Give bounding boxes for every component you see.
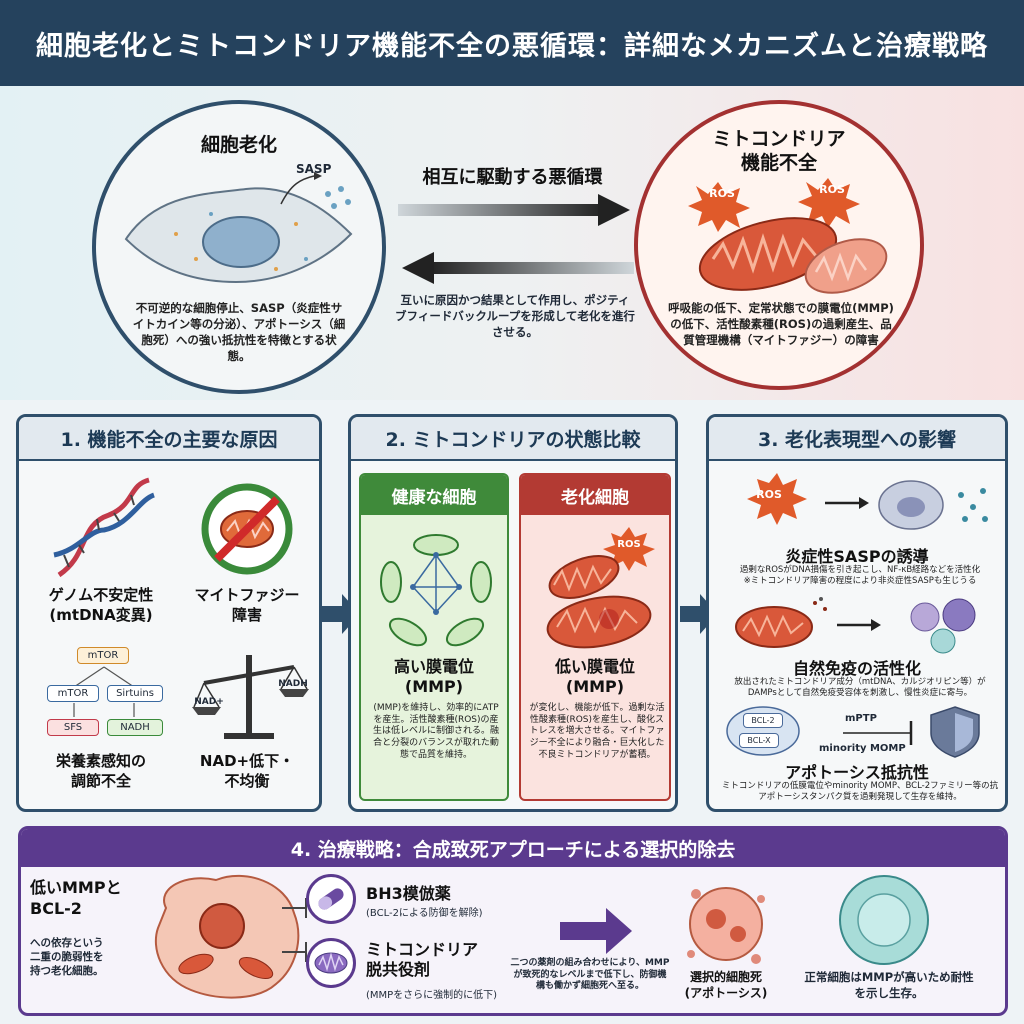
cycle-desc: 互いに原因かつ結果として作用し、ポジティブフィードバックループを形成して老化を進…	[395, 293, 635, 340]
senescence-circle: 細胞老化 SASP 不可逆的な細胞停止、SASP（炎症性サイトカイン等の分泌）、…	[92, 100, 386, 394]
genome-instability-label: ゲノム不安定性 (mtDNA変異)	[48, 586, 154, 625]
therapy-arrow-icon	[560, 908, 632, 954]
mitophagy-label: マイトファジー 障害	[194, 586, 300, 625]
normal-cell-icon	[839, 875, 929, 965]
balance-scale-icon	[192, 655, 309, 739]
ros-burst-2: ROS	[819, 183, 845, 196]
healthy-title: 健康な細胞	[361, 475, 507, 515]
nutrient-network-lines	[73, 666, 135, 717]
sfs-box: SFS	[47, 719, 99, 736]
normal-cell-label: 正常細胞はMMPが高いため耐性を示し生存。	[804, 970, 974, 1000]
panel-therapy-title: 4. 治療戦略：合成致死アプローチによる選択的除去	[21, 829, 1005, 867]
mtor-box: mTOR	[47, 685, 99, 702]
nadh-scale-label: NADH	[278, 679, 308, 689]
mito-dysfunction-circle: ミトコンドリア 機能不全 ROS ROS 呼吸能の低下、定常状態での膜電位(MM…	[634, 100, 924, 390]
senescence-desc: 不可逆的な細胞停止、SASP（炎症性サイトカイン等の分泌）、アポトーシス（細胞死…	[132, 301, 346, 364]
damaged-mitochondria-illustration	[688, 178, 888, 294]
mptp-label: mPTP	[845, 713, 877, 724]
nadh-box: NADH	[107, 719, 163, 736]
ros-to-cell-illustration	[747, 473, 988, 530]
senescent-desc: が変化し、機能が低下。過剰な活性酸素種(ROS)を産生し、酸化ストレスを増大させ…	[529, 703, 665, 760]
ros-burst-1: ROS	[709, 187, 735, 200]
senescent-mito-illustration	[546, 527, 655, 649]
apoptotic-cell-icon	[687, 887, 765, 964]
mito-title-2: 機能不全	[740, 151, 817, 174]
senescent-column: 老化細胞 ROS 低い膜電位 (MMP) が変化し、機能が低下。過剰な活性酸素種…	[519, 473, 671, 801]
dna-icon	[53, 477, 156, 578]
uncoupler-title: ミトコンドリア 脱共役剤	[366, 940, 479, 979]
page-title: 細胞老化とミトコンドリア機能不全の悪循環：詳細なメカニズムと治療戦略	[0, 0, 1024, 86]
healthy-desc: (MMP)を維持し、効率的にATPを産生。活性酸素種(ROS)の産生は低レベルに…	[372, 703, 499, 760]
panel-phenotype: 3. 老化表現型への影響 ROS 炎症性SASPの誘導 過剰なROSがDNA損傷…	[706, 414, 1008, 812]
mito-desc: 呼吸能の低下、定常状態での膜電位(MMP)の低下、活性酸素種(ROS)の過剰産生…	[668, 301, 894, 348]
bh3-desc: (BCL-2による防御を解除)	[366, 908, 483, 919]
panel-comparison-title: 2. ミトコンドリアの状態比較	[351, 417, 675, 461]
combo-desc: 二つの薬剤の組み合わせにより、MMPが致死的なレベルまで低下し、防御機構も働かず…	[510, 958, 670, 992]
senescence-title: 細胞老化	[200, 134, 277, 156]
bh3-title: BH3模倣薬	[366, 884, 451, 903]
innate-immunity-desc: 放出されたミトコンドリア成分（mtDNA、カルジオリピン等）がDAMPsとして自…	[734, 677, 986, 699]
ros-burst-phenotype: ROS	[756, 488, 782, 501]
cycle-arrows	[398, 194, 634, 284]
healthy-column: 健康な細胞 高い膜電位 (MMP) (MMP)を維持し、効率的にATPを産生。活…	[359, 473, 509, 801]
senescent-target-cell	[154, 874, 300, 999]
uncoupler-desc: (MMPをさらに強制的に低下)	[366, 990, 498, 1001]
sasp-label: SASP	[296, 162, 332, 176]
apoptosis-resistance-title: アポトーシス抵抗性	[785, 763, 929, 782]
mtor-box-top: mTOR	[77, 647, 129, 664]
pill-icon	[306, 874, 356, 924]
nad-plus-label: NAD+	[194, 697, 224, 707]
damp-release-illustration	[735, 597, 976, 654]
low-mmp-label: 低い膜電位 (MMP)	[554, 657, 635, 696]
mitophagy-blocked-icon	[201, 483, 293, 575]
bcl2-badge: BCL-2	[743, 713, 783, 728]
nutrient-sensing-label: 栄養素感知の 調節不全	[55, 752, 146, 791]
sasp-induction-desc: 過剰なROSがDNA損傷を引き起こし、NF-κB経路などを活性化 ※ミトコンドリ…	[739, 565, 981, 587]
healthy-mito-network	[380, 534, 492, 647]
panel-causes: 1. 機能不全の主要な原因 ゲノム不安定性 (mtDNA変異) マイトファジー …	[16, 414, 322, 812]
senescent-title: 老化細胞	[521, 475, 669, 515]
panel-causes-title: 1. 機能不全の主要な原因	[19, 417, 319, 461]
innate-immunity-title: 自然免疫の活性化	[792, 659, 921, 678]
panel-phenotype-title: 3. 老化表現型への影響	[709, 417, 1005, 461]
ros-burst-senescent: ROS	[617, 539, 641, 550]
mito-title-1: ミトコンドリア	[712, 128, 846, 150]
sasp-induction-title: 炎症性SASPの誘導	[785, 547, 929, 566]
apoptosis-resistance-desc: ミトコンドリアの低膜電位やminority MOMP、BCL-2ファミリー等の抗…	[721, 781, 999, 803]
minority-momp-label: minority MOMP	[819, 743, 906, 754]
cycle-title: 相互に駆動する悪循環	[422, 167, 603, 188]
panel-comparison: 2. ミトコンドリアの状態比較 健康な細胞 高い膜電位 (MMP) (MMP)を…	[348, 414, 678, 812]
sirtuins-box: Sirtuins	[107, 685, 163, 702]
uncoupler-mito-icon	[306, 938, 356, 988]
bclx-badge: BCL-X	[739, 733, 779, 748]
target-desc: への依存という 二重の脆弱性を 持つ老化細胞。	[30, 937, 104, 978]
target-title: 低いMMPと BCL-2	[30, 878, 122, 918]
high-mmp-label: 高い膜電位 (MMP)	[393, 657, 474, 696]
selective-death-label: 選択的細胞死 (アポトーシス)	[684, 970, 768, 1000]
nad-decline-label: NAD+低下・ 不均衡	[199, 752, 295, 791]
senescent-cell-illustration	[124, 172, 353, 284]
